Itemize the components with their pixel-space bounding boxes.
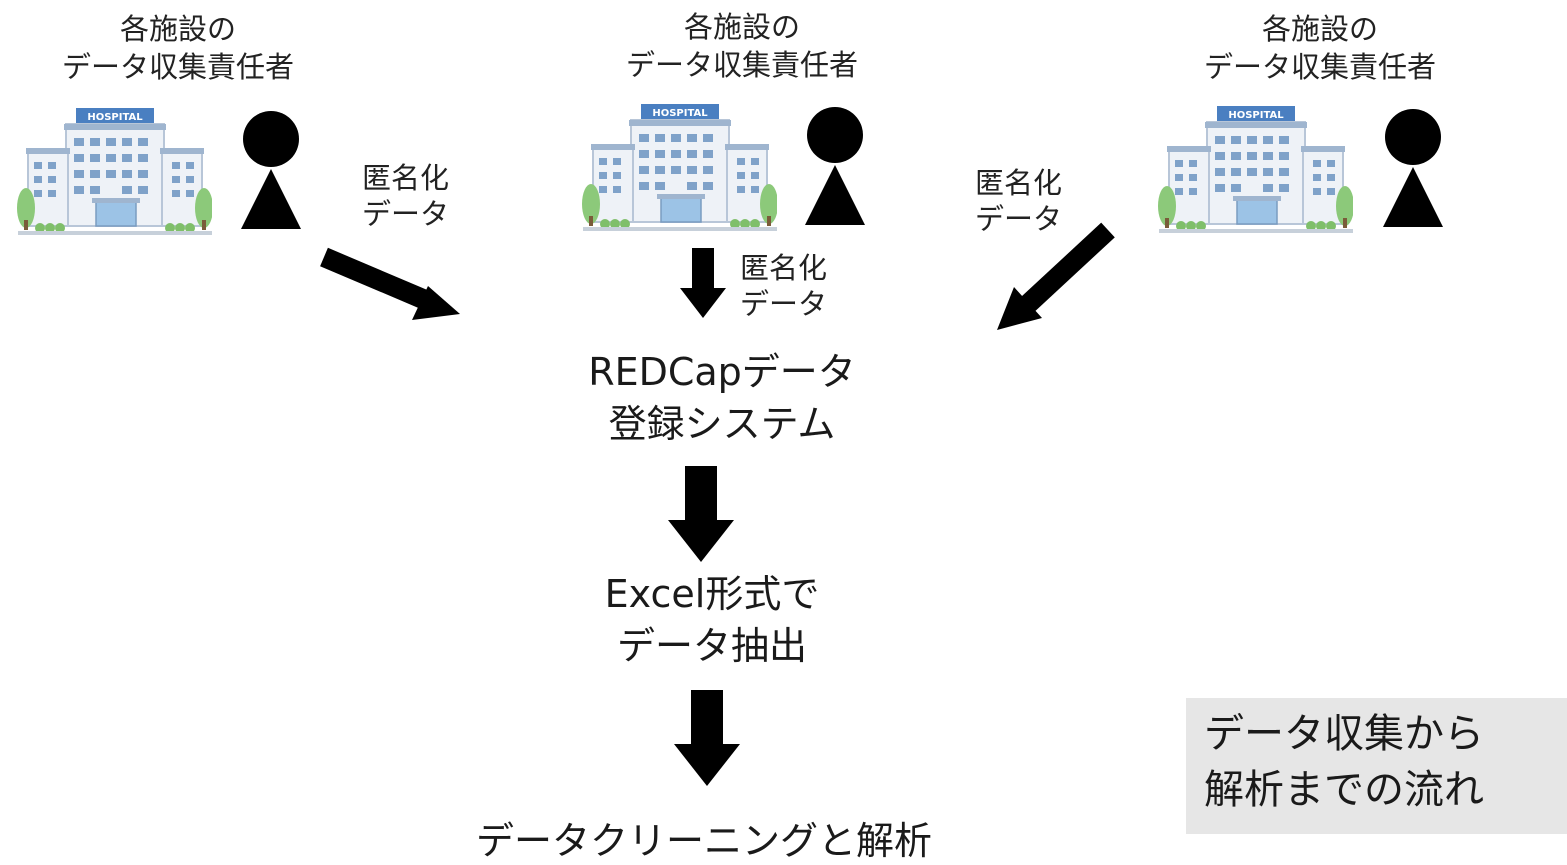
site-3-role-line2: データ収集責任者 — [1203, 50, 1436, 84]
excel-line1: Excel形式で — [604, 572, 820, 616]
anon-label-center: 匿名化 データ — [740, 250, 827, 322]
anon-right-line1: 匿名化 — [975, 166, 1063, 200]
anon-label-right: 匿名化 データ — [975, 165, 1062, 237]
anon-center-line1: 匿名化 — [740, 251, 828, 285]
site-3-hospital-sign: HOSPITAL — [1228, 110, 1284, 121]
site-1-hospital-icon: HOSPITAL — [16, 108, 212, 236]
excel-extract-label: Excel形式で データ抽出 — [512, 568, 912, 672]
site-1-role-line1: 各施設の — [119, 12, 236, 46]
excel-line2: データ抽出 — [616, 624, 807, 668]
site-2-hospital-sign: HOSPITAL — [652, 108, 708, 119]
final-step-label: データクリーニングと解析 — [476, 819, 933, 863]
site-2-hospital-icon: HOSPITAL — [581, 104, 777, 232]
arrow-down-1 — [668, 466, 734, 562]
anon-label-left: 匿名化 データ — [362, 160, 449, 232]
anon-right-line2: データ — [975, 202, 1063, 236]
site-1-hospital-sign: HOSPITAL — [87, 112, 143, 123]
flow-caption-box: データ収集から 解析までの流れ — [1186, 698, 1567, 834]
redcap-line2: 登録システム — [608, 402, 836, 446]
site-1-role-line2: データ収集責任者 — [61, 50, 294, 84]
anon-left-line1: 匿名化 — [362, 161, 450, 195]
redcap-line1: REDCapデータ — [588, 350, 856, 394]
site-3-role-label: 各施設の データ収集責任者 — [1160, 10, 1480, 86]
site-1-role-label: 各施設の データ収集責任者 — [18, 10, 338, 86]
site-2-role-line1: 各施設の — [683, 10, 800, 44]
arrow-down-2 — [674, 690, 740, 786]
caption-line1: データ収集から — [1204, 711, 1484, 757]
site-3-hospital-icon: HOSPITAL — [1157, 106, 1353, 234]
site-2-role-label: 各施設の データ収集責任者 — [582, 8, 902, 84]
redcap-system-label: REDCapデータ 登録システム — [522, 346, 922, 450]
anon-left-line2: データ — [362, 197, 450, 231]
caption-line2: 解析までの流れ — [1204, 767, 1484, 813]
anon-center-line2: データ — [740, 287, 828, 321]
site-3-role-line1: 各施設の — [1261, 12, 1378, 46]
site-2-role-line2: データ収集責任者 — [625, 48, 858, 82]
arrow-down-small — [680, 248, 726, 318]
